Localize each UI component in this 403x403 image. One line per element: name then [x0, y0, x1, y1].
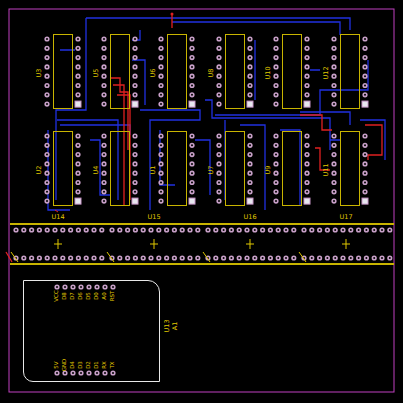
reference-designator: U12 [323, 66, 330, 79]
ic-footprint: U11 [340, 131, 360, 206]
ic-footprint: U1 [167, 131, 187, 206]
reference-designator: U8 [208, 68, 215, 77]
reference-designator: U5 [93, 68, 100, 77]
reference-designator: U14 [51, 214, 64, 221]
reference-designator: U1 [150, 165, 157, 174]
header-connector: U14 [10, 223, 106, 265]
reference-designator: U11 [323, 163, 330, 176]
pin-label: D3 [78, 361, 84, 369]
ic-footprint: U7 [225, 131, 245, 206]
header-connector: U15 [106, 223, 202, 265]
ic-footprint: U5 [110, 34, 130, 109]
pin-label: D6 [78, 292, 84, 300]
reference-designator: U6 [150, 68, 157, 77]
pin-label: VCC [54, 290, 60, 301]
ic-footprint: U2 [53, 131, 73, 206]
reference-designator: U10 [265, 66, 272, 79]
reference-designator: A1 [172, 322, 179, 331]
reference-designator: U3 [36, 68, 43, 77]
pin-label: GND [62, 359, 68, 372]
pin-label: D1 [94, 361, 100, 369]
ic-footprint: U10 [282, 34, 302, 109]
pin-label: A0 [102, 292, 108, 299]
reference-designator: U4 [93, 165, 100, 174]
ic-footprint: U8 [225, 34, 245, 109]
pin-label: RST [110, 291, 116, 302]
reference-designator: U7 [208, 165, 215, 174]
header-connector: U17 [298, 223, 394, 265]
pin-label: D0 [94, 292, 100, 300]
reference-designator: U2 [36, 165, 43, 174]
pin-label: TX [110, 361, 116, 368]
reference-designator: U9 [265, 165, 272, 174]
ic-footprint: U3 [53, 34, 73, 109]
reference-designator: U17 [339, 214, 352, 221]
pin-label: RX [102, 361, 108, 369]
pin-label: 5V [54, 361, 60, 368]
module-footprint: U13A1 [23, 280, 160, 382]
ic-footprint: U6 [167, 34, 187, 109]
pin-label: D7 [70, 292, 76, 300]
reference-designator: U13 [164, 319, 171, 332]
pin-label: D4 [70, 361, 76, 369]
pin-label: D2 [86, 361, 92, 369]
pin-label: D8 [62, 292, 68, 300]
ic-footprint: U12 [340, 34, 360, 109]
pin-label: D5 [86, 292, 92, 300]
ic-footprint: U9 [282, 131, 302, 206]
ic-footprint: U4 [110, 131, 130, 206]
reference-designator: U15 [147, 214, 160, 221]
reference-designator: U16 [243, 214, 256, 221]
header-connector: U16 [202, 223, 298, 265]
